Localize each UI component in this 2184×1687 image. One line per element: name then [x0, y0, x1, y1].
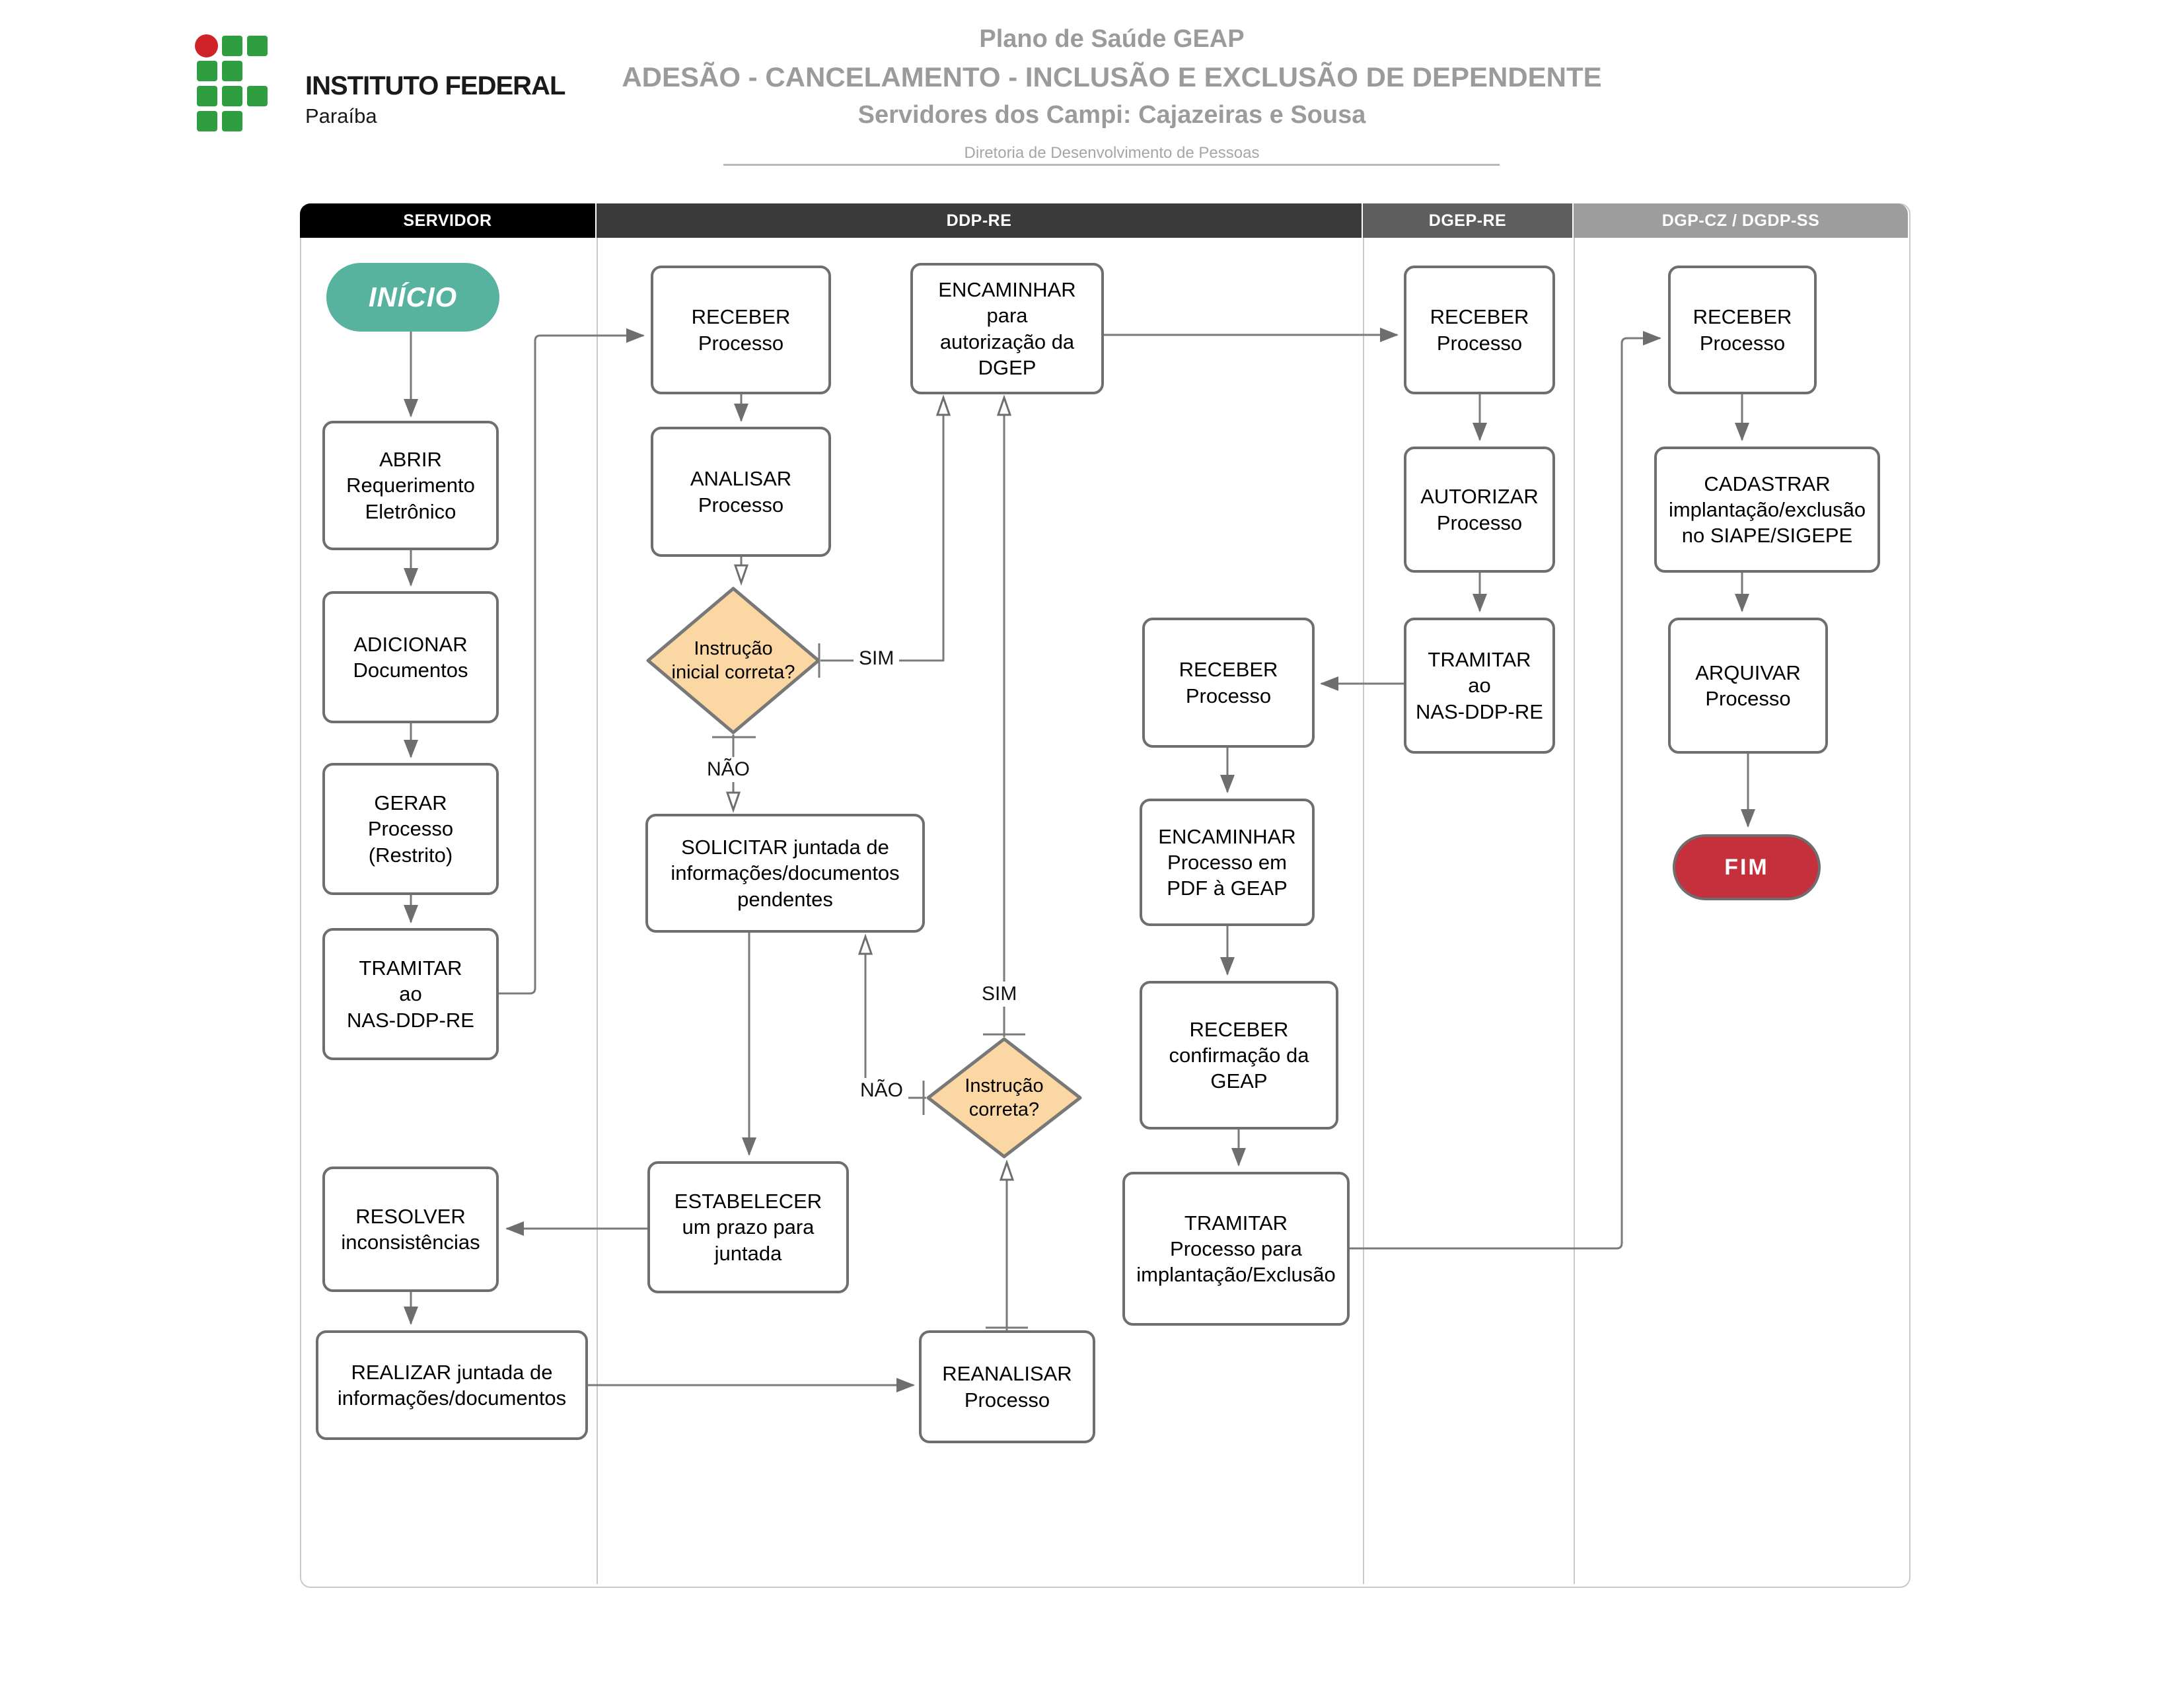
- logo-square: [197, 61, 217, 81]
- node-tramitar-implantacao: TRAMITAR Processo para implantação/Exclu…: [1122, 1172, 1350, 1326]
- node-analisar-processo: ANALISAR Processo: [651, 427, 831, 557]
- logo-square: [247, 86, 268, 106]
- node-inicio: INÍCIO: [326, 263, 499, 332]
- logo-square: [247, 36, 268, 56]
- ifpb-logo: [195, 33, 291, 133]
- node-decision-instrucao-inicial: Instrução inicial correta?: [646, 587, 820, 735]
- lane-divider: [1363, 238, 1364, 1584]
- lane-header-ddp-re: DDP-RE: [597, 203, 1363, 238]
- node-tramitar-nas-dgep: TRAMITAR ao NAS-DDP-RE: [1404, 618, 1555, 754]
- lane-divider: [597, 238, 598, 1584]
- logo-square: [197, 86, 217, 106]
- node-receber-processo-dgp: RECEBER Processo: [1668, 266, 1817, 394]
- node-receber-processo-dgep: RECEBER Processo: [1404, 266, 1555, 394]
- edge-label-sim-2: SIM: [976, 982, 1023, 1007]
- node-solicitar-juntada: SOLICITAR juntada de informações/documen…: [645, 814, 925, 933]
- lane-header-dgep-re: DGEP-RE: [1363, 203, 1574, 238]
- institution-name: INSTITUTO FEDERAL: [305, 71, 565, 100]
- logo-square: [222, 61, 242, 81]
- logo-square: [197, 111, 217, 131]
- node-realizar-juntada: REALIZAR juntada de informações/document…: [316, 1330, 588, 1440]
- node-gerar-processo: GERAR Processo (Restrito): [322, 763, 499, 895]
- institution-region: Paraíba: [305, 104, 377, 127]
- node-receber-processo-ddp: RECEBER Processo: [651, 266, 831, 394]
- logo-red-dot: [195, 34, 218, 57]
- lane-header-dgp-cz-dgdp-ss: DGP-CZ / DGDP-SS: [1574, 203, 1908, 238]
- node-fim: FIM: [1673, 834, 1821, 900]
- logo-square: [222, 111, 242, 131]
- lane-divider: [1574, 238, 1575, 1584]
- edge-label-nao-1: NÃO: [702, 757, 756, 782]
- page-subtitle: Diretoria de Desenvolvimento de Pessoas: [964, 144, 1260, 162]
- node-estabelecer-prazo: ESTABELECER um prazo para juntada: [647, 1161, 849, 1293]
- title-divider: [723, 164, 1500, 166]
- node-tramitar-nas-servidor: TRAMITAR ao NAS-DDP-RE: [322, 928, 499, 1060]
- edge-nao2-solicitar: [865, 938, 926, 1099]
- edge-label-nao-2: NÃO: [855, 1078, 909, 1103]
- node-receber-processo-nas: RECEBER Processo: [1142, 618, 1315, 748]
- logo-square: [222, 86, 242, 106]
- node-encaminhar-autorizacao-dgep: ENCAMINHAR para autorização da DGEP: [910, 263, 1104, 394]
- logo-square: [222, 36, 242, 56]
- node-abrir-requerimento: ABRIR Requerimento Eletrônico: [322, 421, 499, 550]
- edge-tramitar-impl-receber-dgp: [1350, 331, 1661, 1250]
- node-cadastrar-siape: CADASTRAR implantação/exclusão no SIAPE/…: [1654, 447, 1880, 573]
- node-resolver-inconsistencias: RESOLVER inconsistências: [322, 1167, 499, 1292]
- node-receber-confirmacao-geap: RECEBER confirmação da GEAP: [1140, 981, 1338, 1130]
- edge-tramitar-receber-ddp: [499, 328, 645, 995]
- page-title-2: ADESÃO - CANCELAMENTO - INCLUSÃO E EXCLU…: [622, 61, 1602, 92]
- node-arquivar-processo: ARQUIVAR Processo: [1668, 618, 1828, 754]
- decision-label: Instrução correta?: [965, 1075, 1044, 1120]
- node-decision-instrucao-correta: Instrução correta?: [926, 1037, 1082, 1159]
- decision-label: Instrução inicial correta?: [671, 637, 795, 683]
- lane-header-servidor: SERVIDOR: [300, 203, 597, 238]
- edge-label-sim-1: SIM: [854, 646, 900, 671]
- node-adicionar-documentos: ADICIONAR Documentos: [322, 591, 499, 723]
- title-block: Plano de Saúde GEAP ADESÃO - CANCELAMENT…: [451, 0, 1772, 162]
- page-title: Plano de Saúde GEAP: [979, 25, 1245, 53]
- node-reanalisar-processo: REANALISAR Processo: [919, 1330, 1095, 1443]
- edge-sim-encaminhar-dgep: [820, 399, 943, 662]
- page-title-3: Servidores dos Campi: Cajazeiras e Sousa: [857, 101, 1366, 129]
- node-autorizar-processo: AUTORIZAR Processo: [1404, 447, 1555, 573]
- node-encaminhar-pdf-geap: ENCAMINHAR Processo em PDF à GEAP: [1140, 799, 1315, 926]
